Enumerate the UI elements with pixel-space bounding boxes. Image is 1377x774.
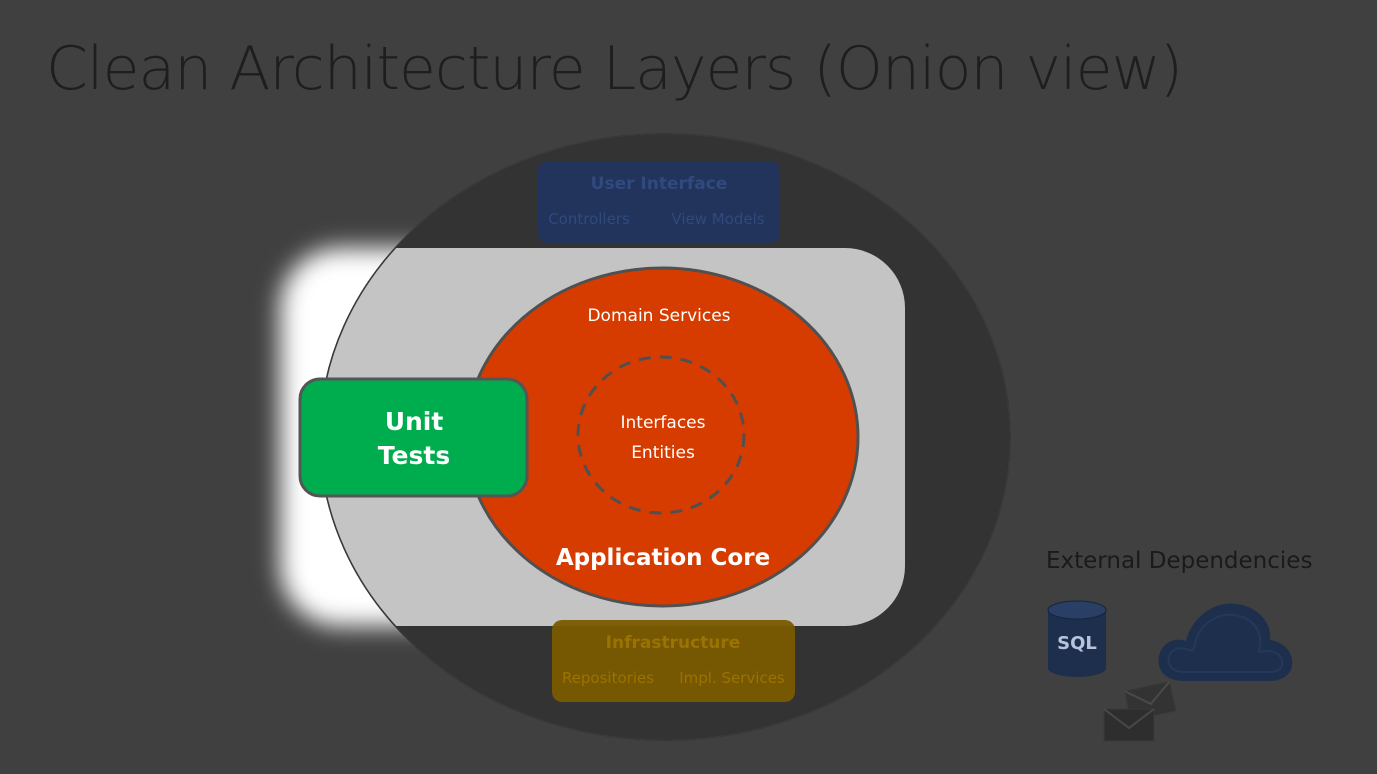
infrastructure-layer: Infrastructure Repositories Impl. Servic… [552,620,795,702]
sql-label: SQL [1057,633,1097,654]
domain-model-circle [576,355,746,515]
unit-tests-box: Unit Tests [298,377,529,498]
interfaces-label: Interfaces [621,413,706,433]
infrastructure-item: Repositories [562,669,654,687]
mail-icon [1103,680,1177,742]
domain-services-label: Domain Services [587,306,730,326]
page-title: Clean Architecture Layers (Onion view) [46,34,1183,104]
unit-tests-rect [298,377,529,498]
infrastructure-title: Infrastructure [606,633,741,653]
unit-tests-label: Unit [385,407,444,436]
entities-label: Entities [631,443,695,463]
user-interface-box [538,161,780,243]
external-dependencies-label: External Dependencies [1046,548,1313,574]
user-interface-item: Controllers [548,210,630,228]
application-core-label: Application Core [556,545,770,571]
infrastructure-item: Impl. Services [679,669,785,687]
cloud-icon [1158,603,1293,681]
unit-tests-label: Tests [378,441,450,470]
database-icon: SQL [1047,600,1107,677]
application-core-layer: Domain Services Interfaces Entities Appl… [464,266,860,608]
user-interface-item: View Models [671,210,764,228]
user-interface-title: User Interface [591,174,728,194]
infrastructure-box [552,620,795,702]
user-interface-layer: User Interface Controllers View Models [538,161,780,243]
